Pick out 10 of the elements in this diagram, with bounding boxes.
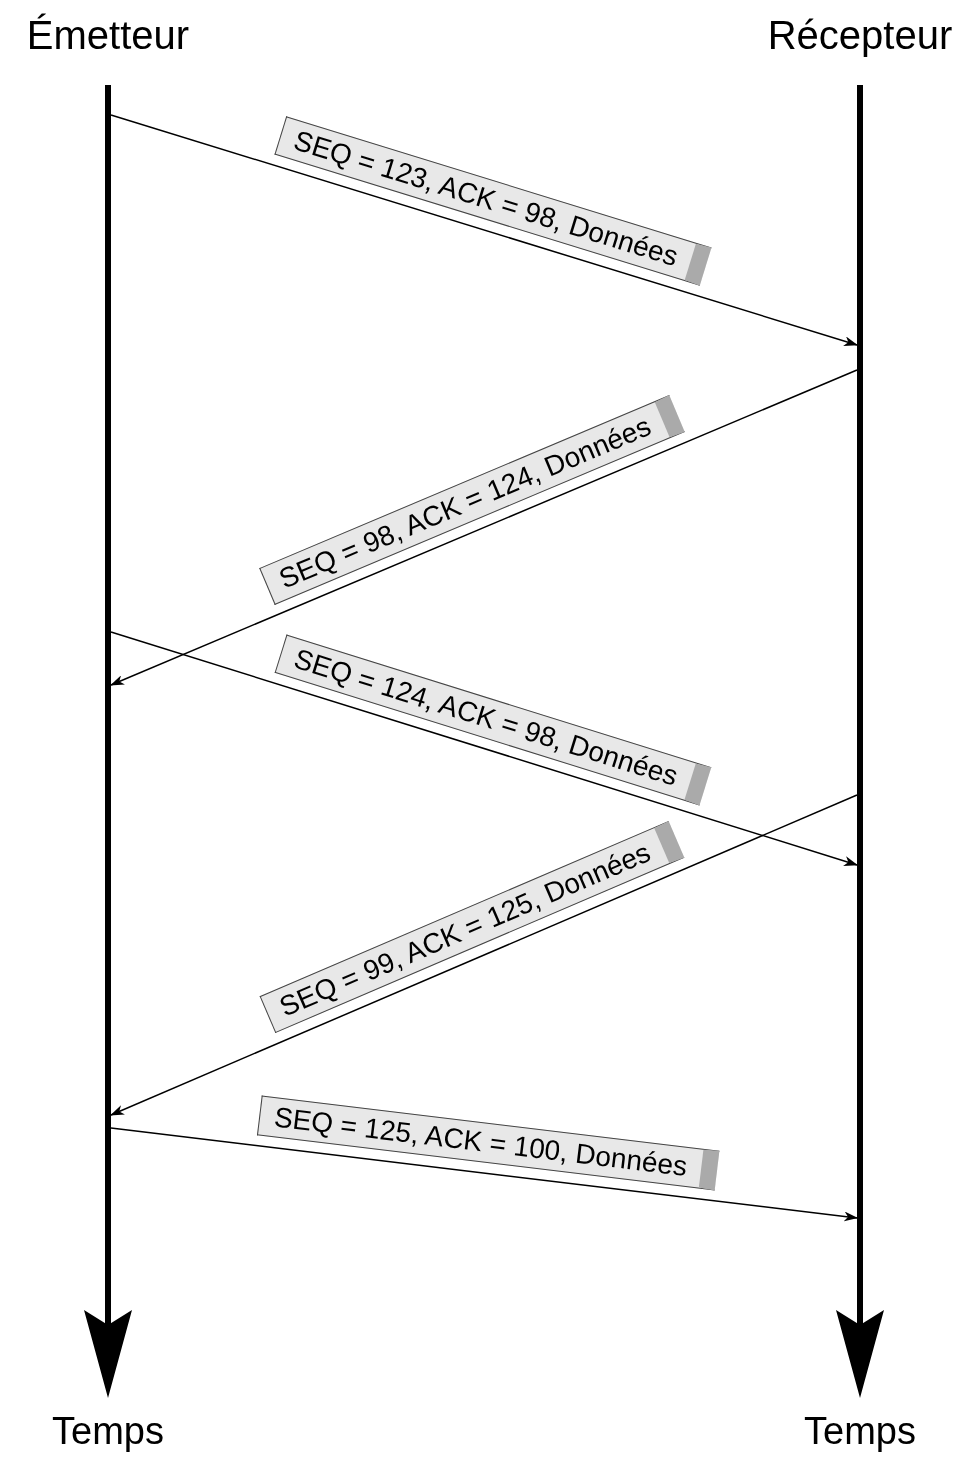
message-arrow bbox=[110, 1127, 858, 1222]
lifeline-title: Émetteur bbox=[25, 12, 191, 59]
message-arrow bbox=[110, 794, 858, 1116]
axis-label: Temps bbox=[52, 1410, 164, 1453]
lifeline-title: Récepteur bbox=[766, 12, 954, 59]
message-arrow bbox=[110, 631, 858, 866]
axis-label: Temps bbox=[804, 1410, 916, 1453]
message-arrow bbox=[110, 114, 858, 346]
message-arrow bbox=[110, 369, 858, 686]
packet-label: SEQ = 125, ACK = 100, Données bbox=[256, 1095, 719, 1191]
